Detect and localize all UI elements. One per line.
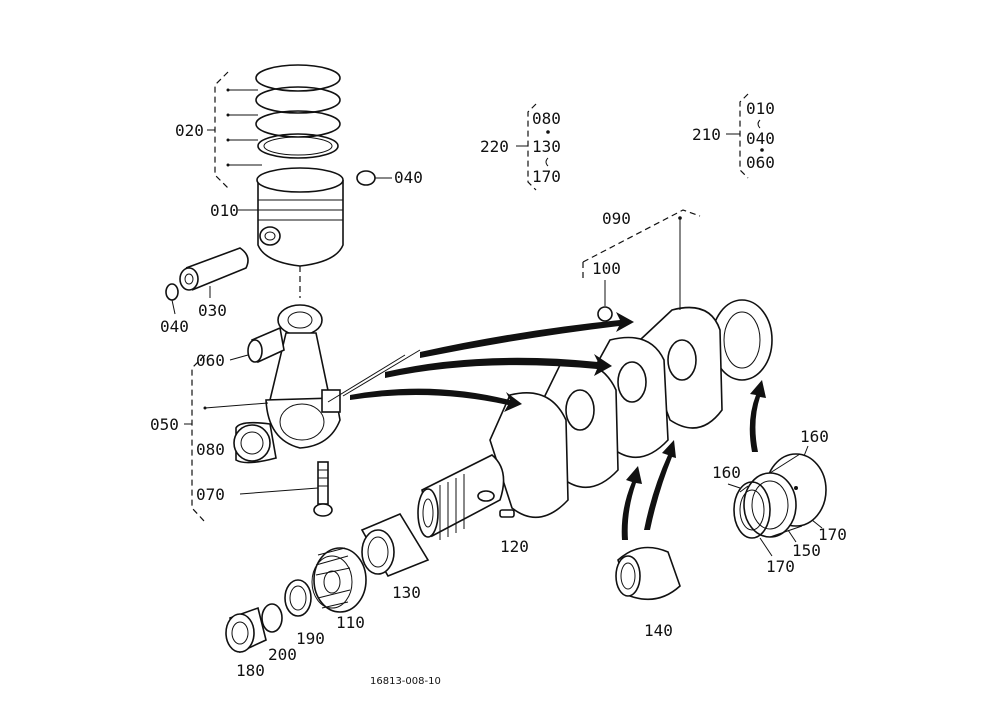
label-130: 130 [392,583,421,602]
connecting-rod [265,304,341,449]
kit-210-item-3: 060 [746,153,775,172]
label-120: 120 [500,537,529,556]
rod-bearing [233,421,277,464]
label-020: 020 [175,121,204,140]
label-030: 030 [198,301,227,320]
rod-bracket [184,354,269,523]
label-040-lower: 040 [160,317,189,336]
kit-220-item-2: 130 [532,137,561,156]
small-end-bushing [229,326,285,364]
kit-210-item-1: 010 [746,99,775,118]
o-ring [261,603,283,633]
crankshaft-bracket [582,209,701,310]
piston-pin [179,247,249,298]
label-160-right: 160 [800,427,829,446]
rod-bolt [239,461,333,517]
collar [284,579,312,617]
bearing-case [743,453,827,538]
label-060: 060 [196,351,225,370]
kit-210-id: 210 [692,125,721,144]
label-050: 050 [150,415,179,434]
label-200: 200 [268,645,297,664]
snap-ring-upper [356,170,392,186]
kit-220-item-1: 080 [532,109,561,128]
label-140: 140 [644,621,673,640]
label-170-right: 170 [818,525,847,544]
kit-220-group: 220 080 130 170 [480,103,561,191]
feather-key [499,509,515,518]
assembly-arrows [327,312,766,540]
kit-220-item-3: 170 [532,167,561,186]
label-190: 190 [296,629,325,648]
label-160-left: 160 [712,463,741,482]
snap-ring-lower [165,283,179,315]
label-180: 180 [236,661,265,680]
kit-220-id: 220 [480,137,509,156]
label-040-upper: 040 [394,168,423,187]
oil-plug [597,280,613,322]
reference-number: 16813-008-10 [370,676,441,687]
piston-rings [255,64,341,159]
piston [256,167,344,267]
crankshaft [417,299,773,540]
crank-gear [311,547,367,613]
label-100: 100 [592,259,621,278]
kit-210-item-2: 040 [746,129,775,148]
label-110: 110 [336,613,365,632]
main-bearing [615,546,681,601]
kit-210-group: 210 010 040 060 [692,93,775,179]
label-170-left: 170 [766,557,795,576]
rear-bushing [225,606,267,654]
label-150: 150 [792,541,821,560]
label-070: 070 [196,485,225,504]
label-090: 090 [602,209,631,228]
label-080: 080 [196,440,225,459]
front-bushing [360,512,430,578]
ring-bracket [207,71,262,189]
thrust-washer [733,481,771,539]
label-010: 010 [210,201,239,220]
